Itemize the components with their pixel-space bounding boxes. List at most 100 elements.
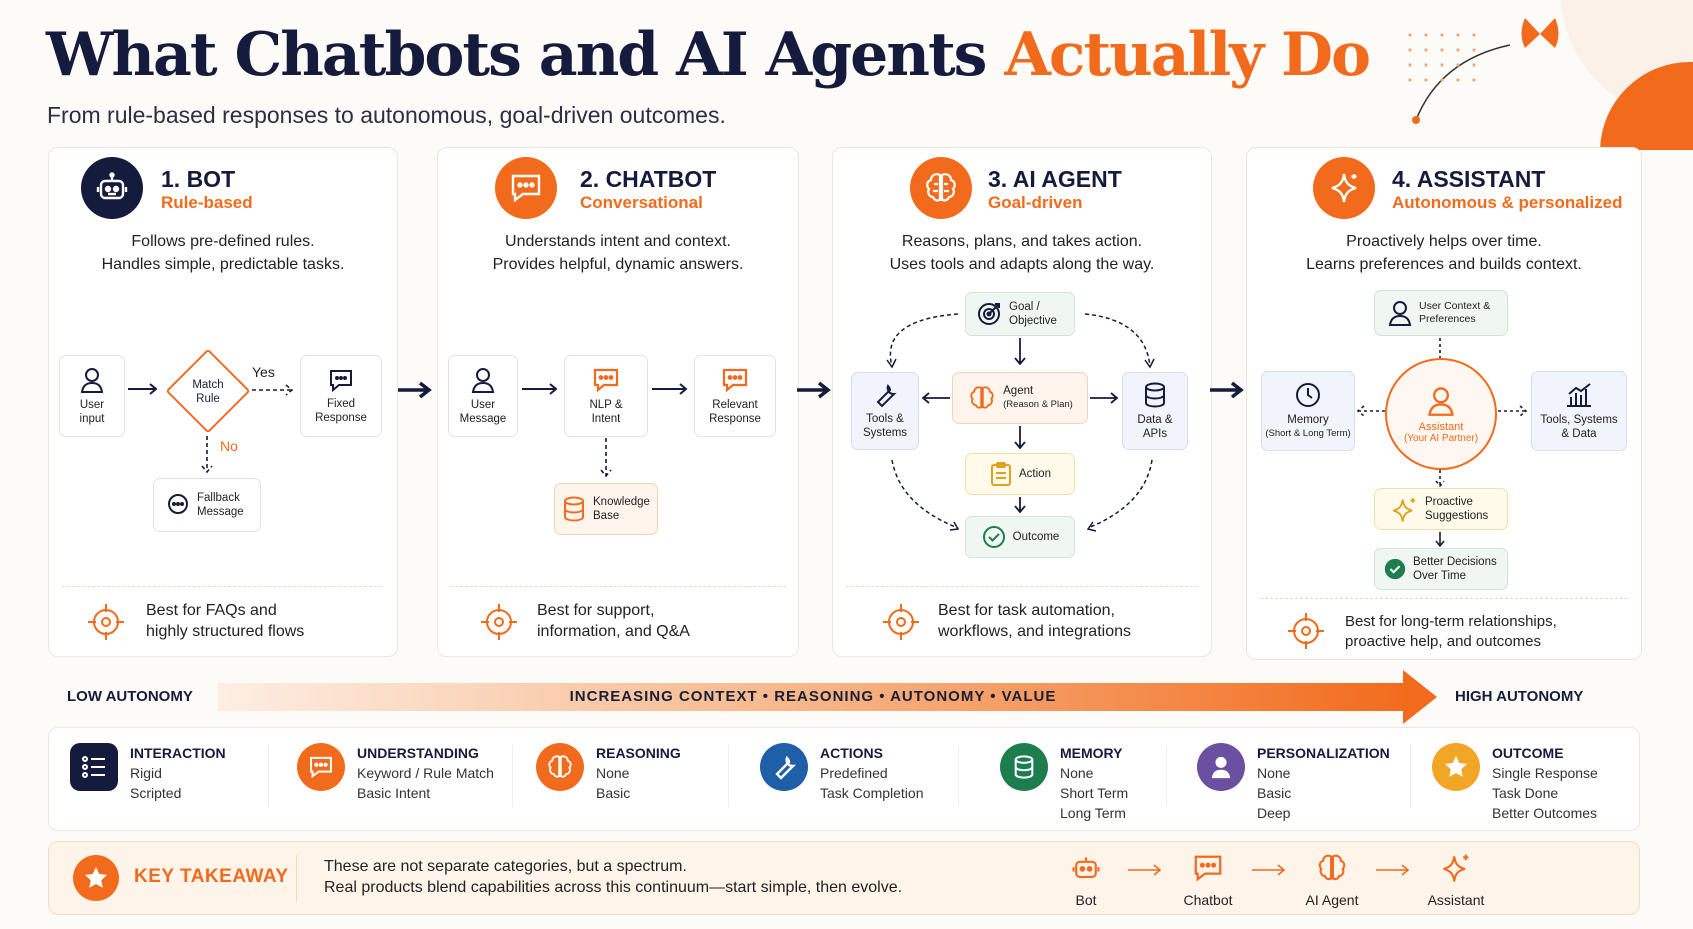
panel-bot-title: 1. BOT — [161, 166, 236, 192]
category-heading: OUTCOME — [1492, 745, 1564, 761]
arrow-icon — [921, 392, 950, 404]
node-label: Proactive Suggestions — [1425, 496, 1489, 522]
best-line: Best for long-term relationships, — [1345, 613, 1557, 630]
database-icon — [1000, 743, 1048, 791]
node-assistant: Assistant (Your AI Partner) — [1385, 358, 1497, 470]
category-heading: ACTIONS — [820, 745, 883, 761]
node-action: Action — [965, 453, 1075, 495]
panel-chatbot-description: Understands intent and context.Provides … — [450, 230, 786, 276]
agent-loop-arrows — [886, 313, 1155, 532]
clipboard-icon — [991, 462, 1012, 486]
node-label-group: Agent(Reason & Plan) — [1003, 384, 1073, 412]
category-line: Short Term — [1060, 785, 1129, 801]
best-line: information, and Q&A — [537, 623, 690, 640]
high-autonomy-label: HIGH AUTONOMY — [1455, 688, 1584, 705]
node-label: Goal / Objective — [1009, 301, 1057, 327]
node-label: Assistant — [1418, 420, 1464, 433]
desc-line: Learns preferences and builds context. — [1306, 256, 1582, 273]
node-user-context: User Context & Preferences — [1374, 290, 1508, 336]
node-relevant-response: Relevant Response — [694, 355, 776, 437]
node-label: User Context & Preferences — [1419, 300, 1491, 325]
panel-chatbot-subtitle: Conversational — [580, 193, 703, 212]
best-line: highly structured flows — [146, 623, 305, 640]
takeaway-line: These are not separate categories, but a… — [324, 858, 687, 875]
low-autonomy-label: LOW AUTONOMY — [67, 688, 193, 705]
arrow-icon — [1435, 532, 1445, 548]
clock-icon — [1296, 383, 1320, 407]
node-match-rule: Match Rule — [165, 348, 251, 434]
connector-line — [1439, 338, 1441, 358]
arrow-icon — [600, 438, 612, 478]
brain-icon — [1318, 854, 1346, 881]
chat-bubble-icon — [495, 157, 557, 219]
arrow-icon — [522, 383, 558, 395]
page-title: What Chatbots and AI Agents Actually Do — [46, 20, 1371, 90]
flow-label: AI Agent — [1305, 892, 1359, 908]
arrow-icon — [398, 381, 432, 399]
divider — [268, 745, 269, 807]
target-icon — [1288, 613, 1324, 649]
robot-icon — [81, 157, 143, 219]
category-line: Task Completion — [820, 785, 924, 801]
panel-assistant-subtitle: Autonomous & personalized — [1392, 193, 1623, 212]
user-icon — [471, 368, 495, 393]
category-line: Task Done — [1492, 785, 1559, 801]
panel-ai-agent-title: 3. AI AGENT — [988, 166, 1122, 192]
bar-chart-icon — [1567, 383, 1591, 407]
chat-icon — [330, 370, 352, 393]
category-line: Scripted — [130, 785, 182, 801]
divider — [1410, 745, 1411, 807]
chat-icon — [593, 368, 619, 393]
node-goal-objective: Goal / Objective — [965, 292, 1075, 336]
arrow-icon — [1014, 426, 1026, 450]
flow-label: Chatbot — [1183, 892, 1233, 908]
category-line: Deep — [1257, 805, 1291, 821]
category-line: Basic — [1257, 785, 1292, 801]
divider — [512, 745, 513, 807]
panel-ai-agent-best-for: Best for task automation,workflows, and … — [938, 600, 1131, 642]
arrow-icon — [1356, 405, 1385, 417]
database-icon — [564, 496, 584, 522]
arrow-icon — [1210, 381, 1244, 399]
arrow-icon — [1498, 405, 1528, 417]
desc-line: Follows pre-defined rules. — [131, 233, 315, 250]
no-label: No — [220, 438, 238, 454]
sparkle-icon — [1393, 498, 1416, 522]
node-label: Action — [1019, 468, 1051, 480]
wrench-icon — [876, 384, 897, 408]
panel-ai-agent-description: Reasons, plans, and takes action.Uses to… — [845, 230, 1199, 276]
arrow-icon — [1014, 497, 1026, 514]
best-line: proactive help, and outcomes — [1345, 633, 1541, 650]
node-sublabel: (Your AI Partner) — [1403, 432, 1479, 444]
best-line: workflows, and integrations — [938, 623, 1131, 640]
target-icon — [88, 604, 124, 640]
arrow-icon — [797, 381, 831, 399]
arrow-icon — [1376, 864, 1410, 876]
panel-assistant-best-for: Best for long-term relationships, proacti… — [1345, 612, 1557, 652]
title-accent: Actually Do — [1004, 20, 1371, 90]
user-icon — [80, 368, 104, 393]
category-heading: INTERACTION — [130, 745, 226, 761]
arrow-icon — [252, 384, 294, 396]
node-label: Tools, Systems & Data — [1540, 414, 1618, 440]
target-icon — [883, 604, 919, 640]
wrench-icon — [760, 743, 808, 791]
arrow-icon — [128, 383, 158, 395]
node-better-decisions: Better Decisions Over Time — [1374, 548, 1508, 590]
divider — [846, 586, 1198, 587]
category-heading: MEMORY — [1060, 745, 1123, 761]
category-line: None — [1060, 765, 1094, 781]
node-knowledge-base: Knowledge Base — [554, 483, 658, 535]
brain-icon — [970, 386, 994, 409]
user-icon — [1388, 301, 1412, 326]
check-circle-icon — [982, 526, 1005, 548]
title-main: What Chatbots and AI Agents — [46, 20, 987, 90]
arrow-head-icon — [1403, 670, 1437, 724]
desc-line: Understands intent and context. — [505, 233, 731, 250]
arrow-icon — [1252, 864, 1286, 876]
